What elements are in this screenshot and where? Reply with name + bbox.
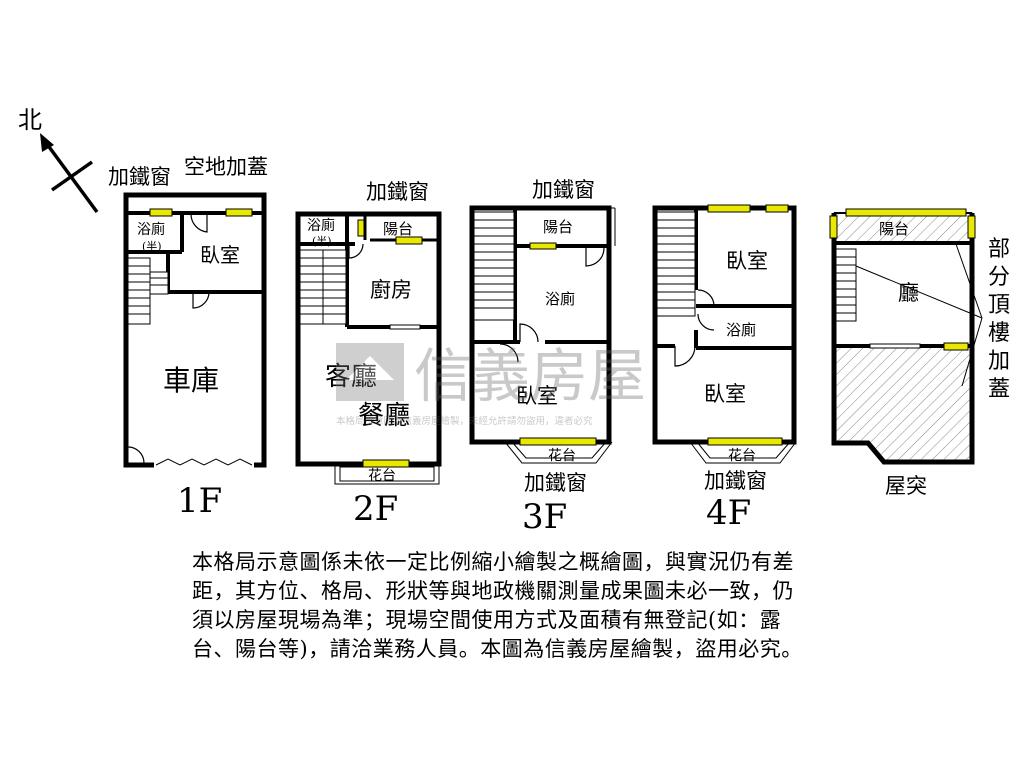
- disclaimer-line: 台、陽台等)，請洽業務人員。本圖為信義房屋繪製，盜用必究。: [192, 637, 803, 661]
- watermark: 信義房屋 本格局示意圖為信義房屋繪製，未經允許請勿盜用，違者必究: [336, 342, 646, 427]
- f3-balcony-label: 陽台: [543, 218, 573, 236]
- f3-planter-label: 花台: [548, 448, 576, 464]
- floor-2f: 浴廁 (半) 陽台 廚房 客廳 餐廳 花台 加鐵窗 2F: [295, 180, 442, 529]
- f1-bath-label: 浴廁: [137, 221, 165, 238]
- disclaimer-line: 須以房屋現場為準；現場空間使用方式及面積有無登記(如：露: [192, 608, 782, 632]
- floor-roof: 陽台 廳 屋突 部 分 頂 樓 加 蓋: [829, 208, 1010, 498]
- f2-bath-mark: (半): [312, 234, 332, 248]
- roof-addition-char-5: 加: [988, 349, 1010, 374]
- roof-addition-char-3: 頂: [988, 293, 1010, 318]
- disclaimer-line: 距，其方位、格局、形狀等與地政機關測量成果圖未必一致，仍: [192, 579, 794, 603]
- f2-planter-label: 花台: [368, 468, 396, 484]
- roof-balcony-label: 陽台: [879, 220, 909, 238]
- f1-garage-label: 車庫: [163, 364, 219, 397]
- north-compass: 北: [18, 106, 99, 214]
- f2-balcony-label: 陽台: [383, 220, 413, 238]
- roof-addition-char-4: 樓: [988, 321, 1010, 346]
- f3-iron-window-bottom-note: 加鐵窗: [524, 471, 587, 495]
- f1-floor-label: 1F: [177, 481, 222, 521]
- f1-bedroom-label: 臥室: [200, 243, 240, 267]
- floor-4f: 臥室 浴廁 臥室 花台 加鐵窗 4F: [652, 204, 797, 533]
- f2-kitchen-label: 廚房: [370, 278, 412, 302]
- f2-floor-label: 2F: [353, 489, 398, 529]
- roof-addition-char-1: 部: [988, 237, 1010, 262]
- f3-iron-window-top-note: 加鐵窗: [532, 178, 595, 202]
- watermark-logo-icon: [336, 343, 404, 401]
- disclaimer-line: 本格局示意圖係未依一定比例縮小繪製之概繪圖，與實況仍有差: [192, 550, 794, 574]
- f2-iron-window-note: 加鐵窗: [366, 180, 429, 204]
- disclaimer: 本格局示意圖係未依一定比例縮小繪製之概繪圖，與實況仍有差 距，其方位、格局、形狀…: [192, 548, 872, 664]
- f1-bath-mark: (半): [142, 239, 162, 253]
- f4-floor-label: 4F: [706, 493, 751, 533]
- f1-addition-note: 空地加蓋: [184, 155, 268, 179]
- f4-bath-label: 浴廁: [726, 321, 756, 339]
- roof-label: 屋突: [885, 474, 927, 498]
- f2-dining-label: 餐廳: [358, 401, 410, 431]
- north-label: 北: [18, 106, 42, 134]
- f3-floor-label: 3F: [522, 497, 567, 537]
- floor-3f: 陽台 浴廁 臥室 花台 加鐵窗 加鐵窗 3F: [469, 178, 616, 537]
- north-arrowhead-icon: [40, 133, 54, 152]
- f2-bath-label: 浴廁: [307, 217, 335, 234]
- watermark-brand: 信義房屋: [414, 342, 646, 410]
- f4-bedroom-bottom-label: 臥室: [704, 382, 746, 406]
- watermark-notice: 本格局示意圖為信義房屋繪製，未經允許請勿盜用，違者必究: [336, 415, 593, 427]
- floor-1f: 浴廁 (半) 臥室 車庫 加鐵窗 空地加蓋 1F: [108, 155, 268, 521]
- f3-bedroom-label: 臥室: [516, 384, 558, 408]
- roof-addition-char-6: 蓋: [988, 377, 1010, 402]
- f4-planter-label: 花台: [728, 448, 756, 464]
- f2-living-label: 客廳: [325, 362, 377, 392]
- roof-hall-label: 廳: [898, 281, 919, 305]
- f4-bedroom-top-label: 臥室: [726, 249, 768, 273]
- f3-bath-label: 浴廁: [545, 290, 575, 308]
- f1-iron-window-note: 加鐵窗: [108, 165, 171, 189]
- roof-addition-char-2: 分: [988, 265, 1010, 290]
- f4-iron-window-note: 加鐵窗: [704, 469, 767, 493]
